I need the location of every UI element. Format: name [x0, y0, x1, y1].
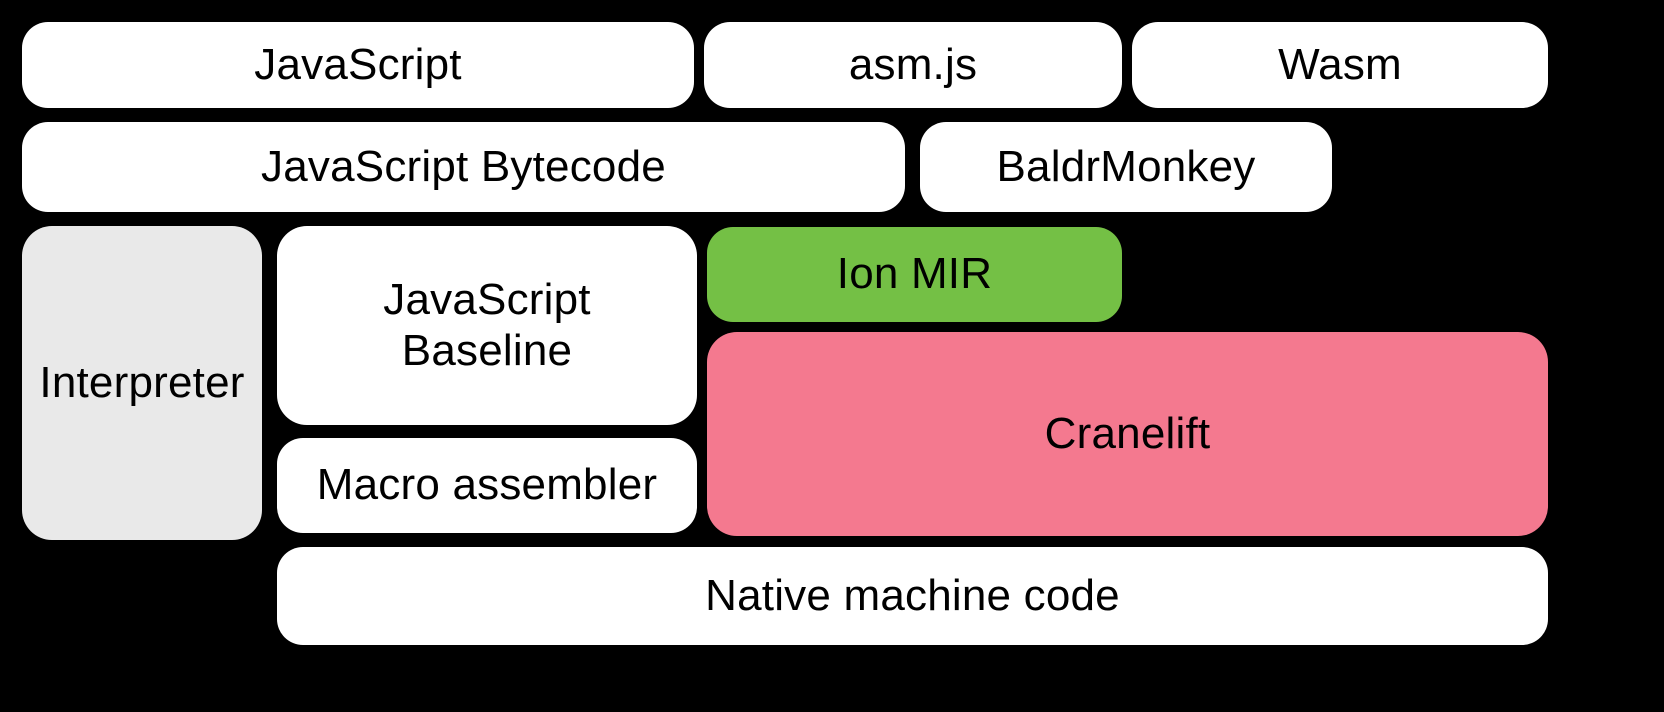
- node-javascript[interactable]: JavaScript: [22, 22, 694, 108]
- node-interpreter[interactable]: Interpreter: [22, 226, 262, 540]
- node-native-machine-code[interactable]: Native machine code: [277, 547, 1548, 645]
- node-javascript-baseline[interactable]: JavaScript Baseline: [277, 226, 697, 425]
- node-javascript-bytecode[interactable]: JavaScript Bytecode: [22, 122, 905, 212]
- node-ion-mir[interactable]: Ion MIR: [707, 227, 1122, 322]
- node-asm-js[interactable]: asm.js: [704, 22, 1122, 108]
- node-baldrmonkey[interactable]: BaldrMonkey: [920, 122, 1332, 212]
- node-wasm[interactable]: Wasm: [1132, 22, 1548, 108]
- node-macro-assembler[interactable]: Macro assembler: [277, 438, 697, 533]
- node-cranelift[interactable]: Cranelift: [707, 332, 1548, 536]
